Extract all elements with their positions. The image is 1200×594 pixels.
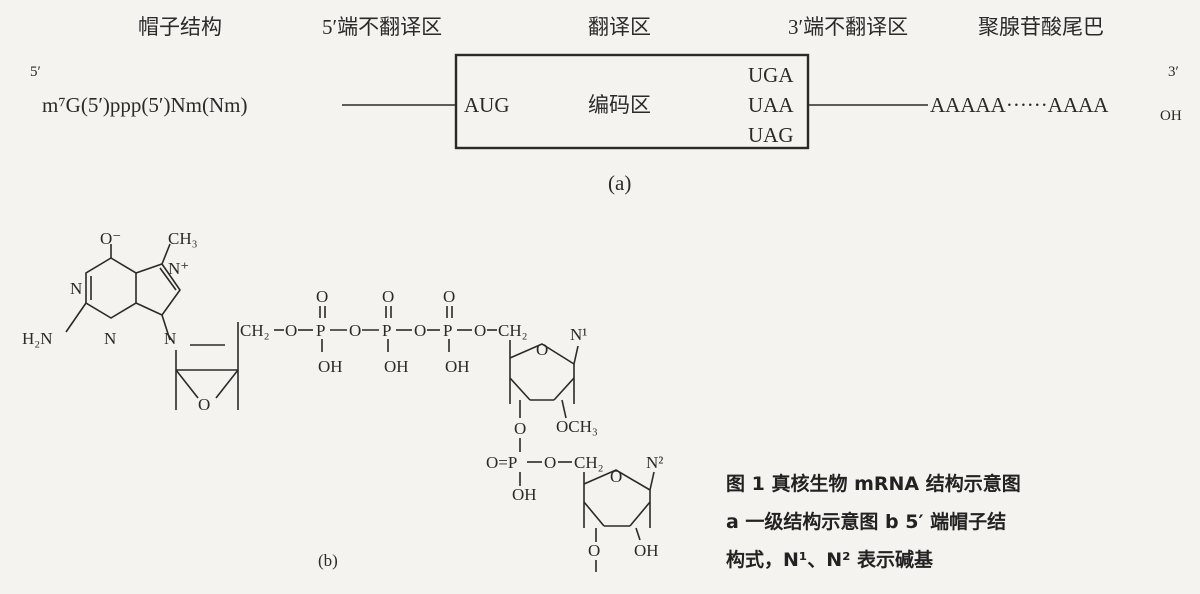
phosphate-oh: OH [512, 485, 537, 504]
phosphorus: P [382, 321, 391, 340]
link-oxygen: O [474, 321, 486, 340]
base-n2: N² [646, 453, 663, 472]
amino-group: H₂N [22, 329, 52, 348]
phosphorus: P [443, 321, 452, 340]
caption-line: 图 1 真核生物 mRNA 结构示意图 [726, 473, 1021, 495]
panel-b-label: (b) [318, 551, 338, 570]
hydroxyl-group: OH [634, 541, 659, 560]
stop-codon: UGA [748, 63, 794, 87]
translated-region-label: 翻译区 [588, 15, 651, 39]
caption-line: 构式，N¹、N² 表示碱基 [726, 549, 934, 571]
ribose-3: O=P O CH₂ OH O N² O OH [486, 453, 663, 572]
five-prime-end-label: 5′ [30, 64, 41, 80]
base-n1: N¹ [570, 325, 587, 344]
o-bottom: O [588, 541, 600, 560]
methyl-guanine: O⁻ CH₃ N⁺ N N N H₂N [22, 229, 198, 348]
ring-n: N [164, 329, 176, 348]
polya-tail: AAAAA······AAAA [930, 93, 1109, 117]
figure-caption: 图 1 真核生物 mRNA 结构示意图 a 一级结构示意图 b 5′ 端帽子结 … [726, 465, 1186, 579]
tail-oh-end: OH [1160, 108, 1182, 124]
n-plus: N⁺ [168, 259, 189, 278]
link-oxygen: O [514, 419, 526, 438]
ribose-1: O CH₂ [175, 321, 270, 414]
translated-region-box [454, 53, 810, 150]
phosphate-oxygen: O [382, 287, 394, 306]
ch2-group: CH₂ [240, 321, 270, 340]
triphosphate: O O O O O P OH O P OH O P OH [274, 287, 528, 376]
link-oxygen: O [544, 453, 556, 472]
phosphate-oxygen: O [443, 287, 455, 306]
ring-oxygen: O [610, 467, 622, 486]
three-prime-end-label: 3′ [1168, 64, 1179, 80]
stop-codon: UAG [748, 123, 794, 147]
caption-line: a 一级结构示意图 b 5′ 端帽子结 [726, 511, 1007, 533]
utr5-region-label: 5′端不翻译区 [322, 15, 442, 39]
link-oxygen: O [349, 321, 361, 340]
o-minus: O⁻ [100, 229, 121, 248]
link-oxygen: O [285, 321, 297, 340]
start-codon: AUG [464, 93, 510, 117]
part-a: 帽子结构 5′端不翻译区 翻译区 3′端不翻译区 聚腺苷酸尾巴 5′ 3′ m⁷… [30, 15, 1182, 195]
cap-region-label: 帽子结构 [138, 15, 222, 39]
cap-sequence: m⁷G(5′)ppp(5′)Nm(Nm) [42, 93, 247, 117]
panel-a-label: (a) [608, 171, 631, 195]
link-oxygen: O [414, 321, 426, 340]
stop-codon: UAA [748, 93, 794, 117]
phosphate-oh: OH [318, 357, 343, 376]
polya-region-label: 聚腺苷酸尾巴 [978, 15, 1104, 39]
phosphate-oxygen: O [316, 287, 328, 306]
ring-n: N [70, 279, 82, 298]
ring-oxygen: O [536, 340, 548, 359]
phosphate-oh: OH [445, 357, 470, 376]
p-double-o: O=P [486, 453, 517, 472]
methoxy-group: OCH₃ [556, 417, 598, 436]
ring-n: N [104, 329, 116, 348]
coding-region-label: 编码区 [588, 93, 651, 117]
ch2-group: CH₂ [574, 453, 604, 472]
phosphate-oh: OH [384, 357, 409, 376]
methyl-group: CH₃ [168, 229, 198, 248]
utr3-region-label: 3′端不翻译区 [788, 15, 908, 39]
part-b: O⁻ CH₃ N⁺ N N N H₂N O CH₂ O O O O O [22, 229, 663, 572]
ch2-group: CH₂ [498, 321, 528, 340]
phosphorus: P [316, 321, 325, 340]
ribose-2: O N¹ OCH₃ O [509, 325, 598, 452]
ring-oxygen: O [198, 395, 210, 414]
